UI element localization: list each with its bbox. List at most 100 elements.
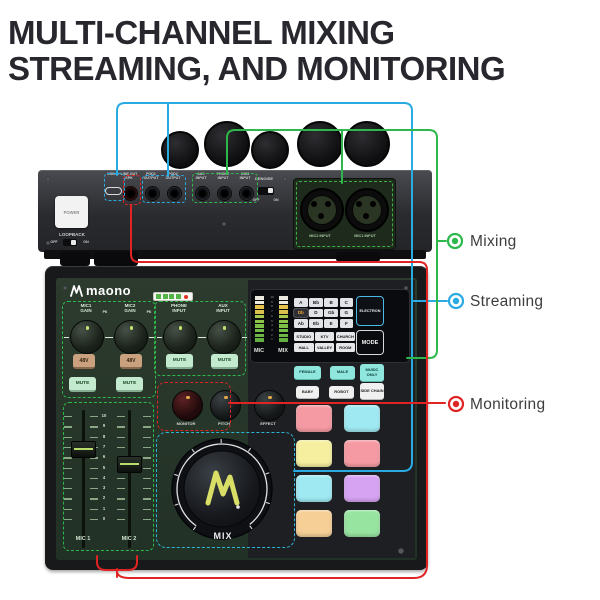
fader-tick bbox=[64, 467, 72, 469]
key-button-db[interactable]: Db bbox=[294, 308, 308, 318]
xlr-connector-mic2[interactable] bbox=[300, 188, 344, 232]
fader-tick bbox=[90, 477, 98, 480]
sound-pad-1-0[interactable] bbox=[296, 440, 332, 467]
power-button[interactable]: POWER bbox=[55, 196, 88, 228]
voice-button-robot[interactable]: ROBOT bbox=[329, 386, 354, 399]
meter-segment-mic bbox=[255, 305, 264, 309]
knob-label-line2: GAIN bbox=[80, 308, 92, 314]
sticker-bar bbox=[162, 294, 168, 299]
sticker-bar bbox=[175, 294, 181, 299]
key-button-f[interactable]: F bbox=[339, 319, 354, 328]
meter-segment-mix bbox=[279, 314, 288, 319]
page-title-line1: MULTI-CHANNEL MIXING bbox=[8, 14, 395, 51]
fader-scale-number: 0 bbox=[102, 516, 106, 521]
key-button-gb[interactable]: Gb bbox=[324, 308, 338, 318]
fader-tick bbox=[64, 416, 72, 418]
denoise-switch[interactable] bbox=[258, 187, 274, 195]
callout-monitoring: Monitoring bbox=[470, 396, 546, 413]
sound-pad-2-1[interactable] bbox=[344, 475, 380, 502]
loopback-off-label: OFF bbox=[50, 240, 58, 244]
electron-button[interactable]: ELECTRON bbox=[356, 296, 384, 326]
key-button-ab[interactable]: Ab bbox=[294, 319, 308, 328]
maono-m-icon bbox=[70, 284, 83, 297]
mic1-knob[interactable] bbox=[64, 320, 110, 354]
reverb-button-church[interactable]: CHURCH bbox=[335, 332, 356, 341]
meter-mix-label: MIX bbox=[278, 348, 288, 354]
meter-mic-label: MIC bbox=[253, 348, 265, 354]
fader-scale-number: 10 bbox=[101, 413, 107, 418]
callout-streaming: Streaming bbox=[470, 293, 544, 310]
sticker-dot bbox=[184, 294, 188, 299]
fader-tick bbox=[90, 488, 98, 490]
fader-scale-number: 5 bbox=[102, 464, 106, 470]
reverb-button-room[interactable]: ROOM bbox=[335, 342, 356, 352]
fader-tick bbox=[64, 508, 72, 511]
knob-pointer bbox=[268, 395, 272, 400]
sound-pad-0-0[interactable] bbox=[296, 405, 332, 432]
meter-segment-mix bbox=[279, 319, 288, 324]
fader-tick bbox=[90, 416, 98, 418]
meter-segment-mix bbox=[279, 300, 288, 305]
rear-top-knob[interactable] bbox=[251, 131, 289, 169]
meter-segment-mic bbox=[255, 338, 264, 342]
fader-scale-number: 9 bbox=[102, 423, 106, 429]
sound-pad-1-1[interactable] bbox=[344, 440, 380, 467]
key-button-g[interactable]: G bbox=[339, 308, 354, 318]
voice-button-baby[interactable]: BABY bbox=[296, 386, 319, 399]
sound-pad-2-0[interactable] bbox=[296, 475, 332, 502]
key-button-c[interactable]: C bbox=[339, 298, 354, 307]
rear-top-knob[interactable] bbox=[297, 121, 343, 167]
rear-top-knob[interactable] bbox=[204, 121, 250, 167]
reverb-button-ktv[interactable]: KTV bbox=[314, 332, 335, 341]
meter-segment-mic bbox=[255, 333, 264, 338]
sound-pad-3-1[interactable] bbox=[344, 510, 380, 537]
reverb-button-valley[interactable]: VALLEY bbox=[314, 342, 335, 352]
faders-callout-box bbox=[63, 402, 154, 551]
fader-scale-number: 4 bbox=[102, 474, 106, 480]
fader-handle-mic1[interactable] bbox=[71, 441, 96, 458]
key-button-a[interactable]: A bbox=[294, 298, 308, 307]
reverb-button-hall[interactable]: HALL bbox=[294, 342, 314, 352]
key-button-d[interactable]: D bbox=[309, 308, 323, 318]
rear-top-knob[interactable] bbox=[161, 131, 199, 169]
screw bbox=[46, 177, 50, 181]
mode-button[interactable]: MODE bbox=[356, 330, 384, 355]
level-sticker bbox=[153, 292, 193, 301]
voice-button-female[interactable]: FEMALE bbox=[294, 366, 321, 380]
pk-led bbox=[103, 317, 106, 320]
effect-knob[interactable] bbox=[254, 390, 285, 421]
voice-button-music-only[interactable]: MUSIC ONLY bbox=[360, 364, 384, 382]
meter-segment-mic bbox=[255, 319, 264, 324]
xlr-pin-hole bbox=[363, 213, 369, 219]
knob-pointer bbox=[85, 326, 90, 330]
screw bbox=[46, 241, 50, 245]
meter-segment-mix bbox=[279, 305, 288, 309]
reverb-button-studio[interactable]: STUDIO bbox=[294, 332, 314, 341]
fader-tick bbox=[90, 508, 98, 511]
key-button-eb[interactable]: Eb bbox=[309, 319, 323, 328]
key-button-bb[interactable]: Bb bbox=[309, 298, 323, 307]
voice-button-male[interactable]: MALE bbox=[330, 366, 355, 380]
fader-tick bbox=[90, 436, 98, 438]
loopback-switch[interactable] bbox=[63, 239, 77, 246]
key-button-b[interactable]: B bbox=[324, 298, 338, 307]
rear-top-knob[interactable] bbox=[344, 121, 390, 167]
inputs-callout-box bbox=[192, 173, 258, 203]
monitor-callout-box bbox=[157, 382, 231, 431]
sound-pad-0-1[interactable] bbox=[344, 405, 380, 432]
key-button-e[interactable]: E bbox=[324, 319, 338, 328]
xlr-face bbox=[307, 195, 337, 225]
fader-tick bbox=[64, 519, 72, 521]
xlr-pin-hole bbox=[370, 201, 376, 207]
meter-scale-number: 5 bbox=[271, 318, 273, 323]
phantom-48v-button-mic1[interactable]: 48V bbox=[73, 354, 95, 369]
voice-button-side-chain[interactable]: SIDE CHAIN bbox=[360, 383, 384, 400]
port-label-line1: USB-C bbox=[107, 172, 119, 176]
mute-button-mic1[interactable]: MUTE bbox=[69, 377, 96, 392]
meter-segment-mic bbox=[255, 324, 264, 328]
fader-tick bbox=[90, 467, 98, 469]
brand-name: maono bbox=[86, 283, 132, 298]
xlr-connector-mic1[interactable] bbox=[345, 188, 389, 232]
sound-pad-3-0[interactable] bbox=[296, 510, 332, 537]
